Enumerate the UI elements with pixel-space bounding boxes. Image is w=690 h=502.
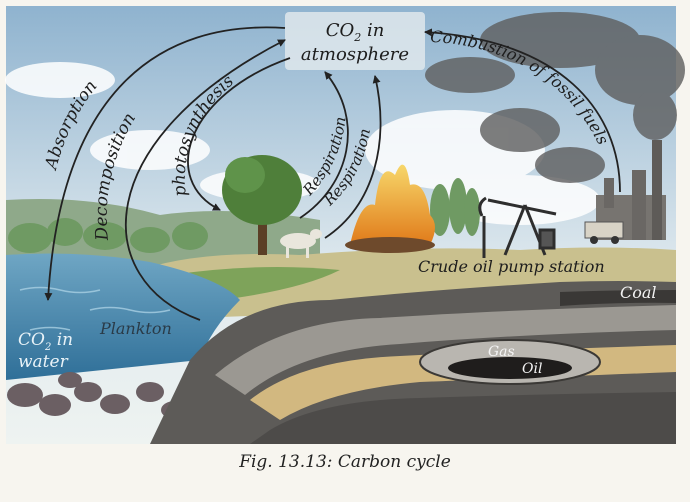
- svg-text:CO2 in: CO2 in: [18, 330, 73, 353]
- rock-layer-gravel: [215, 305, 676, 395]
- smoke-clouds: [425, 12, 685, 183]
- oil-label: Oil: [522, 361, 542, 377]
- water-waves: [19, 286, 171, 331]
- respiration-arrow-plant: [324, 75, 382, 239]
- gas-label: Gas: [488, 344, 515, 360]
- plankton-label: Plankton: [99, 319, 172, 338]
- oil-pump-jack: [478, 196, 557, 258]
- svg-text:CO2 in: CO2 in: [326, 20, 385, 44]
- oil-reservoir: [448, 357, 572, 379]
- pump-station-label: Crude oil pump station: [418, 257, 605, 276]
- truck: [584, 221, 624, 244]
- absorption-arrow: [44, 26, 286, 301]
- co2-atmosphere-label: CO2 in atmosphere: [301, 20, 409, 65]
- decomposition-arrow: [125, 39, 286, 321]
- forest-fire: [345, 164, 435, 253]
- factory: [596, 140, 666, 240]
- coal-seam: [560, 290, 676, 306]
- respiration-arrow-animal: [299, 71, 349, 219]
- svg-text:atmosphere: atmosphere: [301, 44, 409, 65]
- rock-layer-bottom: [250, 392, 676, 444]
- svg-text:water: water: [18, 352, 69, 372]
- co2-water-label: CO2 in water: [18, 330, 73, 372]
- combustion-arrow: [424, 28, 621, 193]
- figure-caption: Fig. 13.13: Carbon cycle: [239, 452, 451, 472]
- coal-label: Coal: [620, 283, 657, 302]
- water-body: [6, 253, 240, 380]
- distant-trees: [8, 178, 480, 253]
- photosynthesis-arrow: [187, 57, 291, 211]
- goat: [280, 229, 322, 258]
- tree: [222, 155, 302, 255]
- shore-rocks: [7, 372, 189, 419]
- atmosphere-box: [285, 12, 425, 70]
